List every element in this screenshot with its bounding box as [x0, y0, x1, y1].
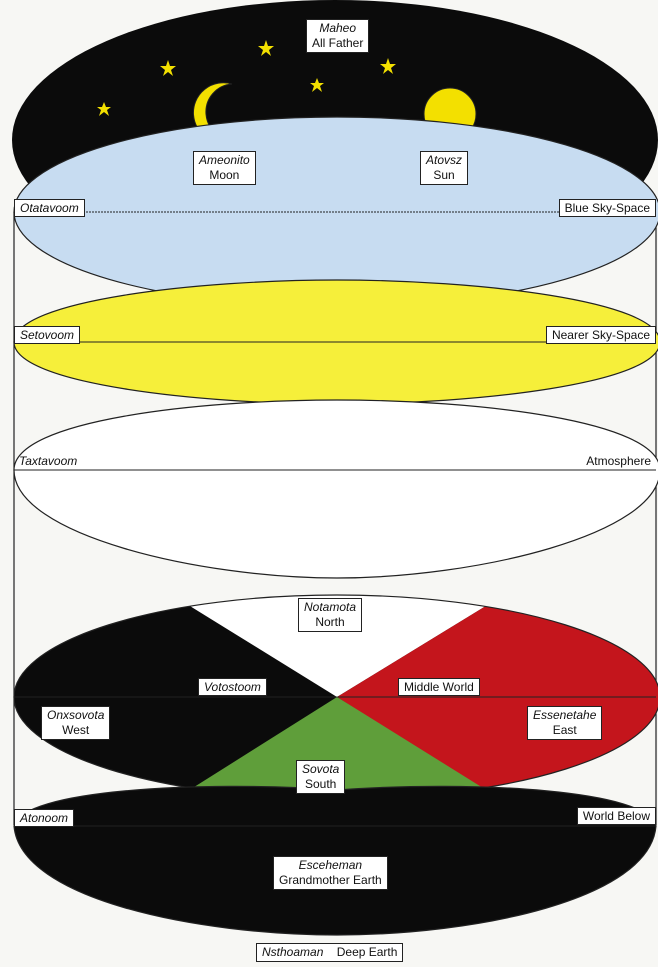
world-below-label: World Below [576, 807, 656, 825]
star [160, 60, 176, 76]
east-label: Essenetahe East [527, 706, 603, 740]
atmosphere-label: Atmosphere [586, 454, 651, 468]
star [380, 58, 396, 74]
north-label: Notamota North [298, 598, 363, 632]
taxtavoom-label: Taxtavoom [19, 454, 78, 468]
blue-sky-space-label: Blue Sky-Space [558, 199, 656, 217]
star [97, 102, 111, 116]
setovoom-label: Setovoom [14, 326, 81, 344]
nearer-sky-space-label: Nearer Sky-Space [545, 326, 656, 344]
deep-earth-label: Nsthoaman Deep Earth [256, 943, 404, 962]
otatavoom-label: Otatavoom [14, 199, 85, 217]
star [258, 40, 274, 56]
votostoom-label: Votostoom [198, 678, 267, 696]
south-label: Sovota South [296, 760, 346, 794]
stars [97, 40, 396, 116]
moon-label: Ameonito Moon [193, 151, 256, 185]
west-label: Onxsovota West [41, 706, 111, 740]
star [310, 78, 324, 92]
sun-label: Atovsz Sun [420, 151, 469, 185]
middle-world-label: Middle World [398, 678, 480, 696]
atonoom-label: Atonoom [14, 809, 75, 827]
atmosphere [13, 399, 658, 579]
grandmother-earth-label: Esceheman Grandmother Earth [273, 856, 388, 890]
maheo-label: Maheo All Father [306, 19, 370, 53]
